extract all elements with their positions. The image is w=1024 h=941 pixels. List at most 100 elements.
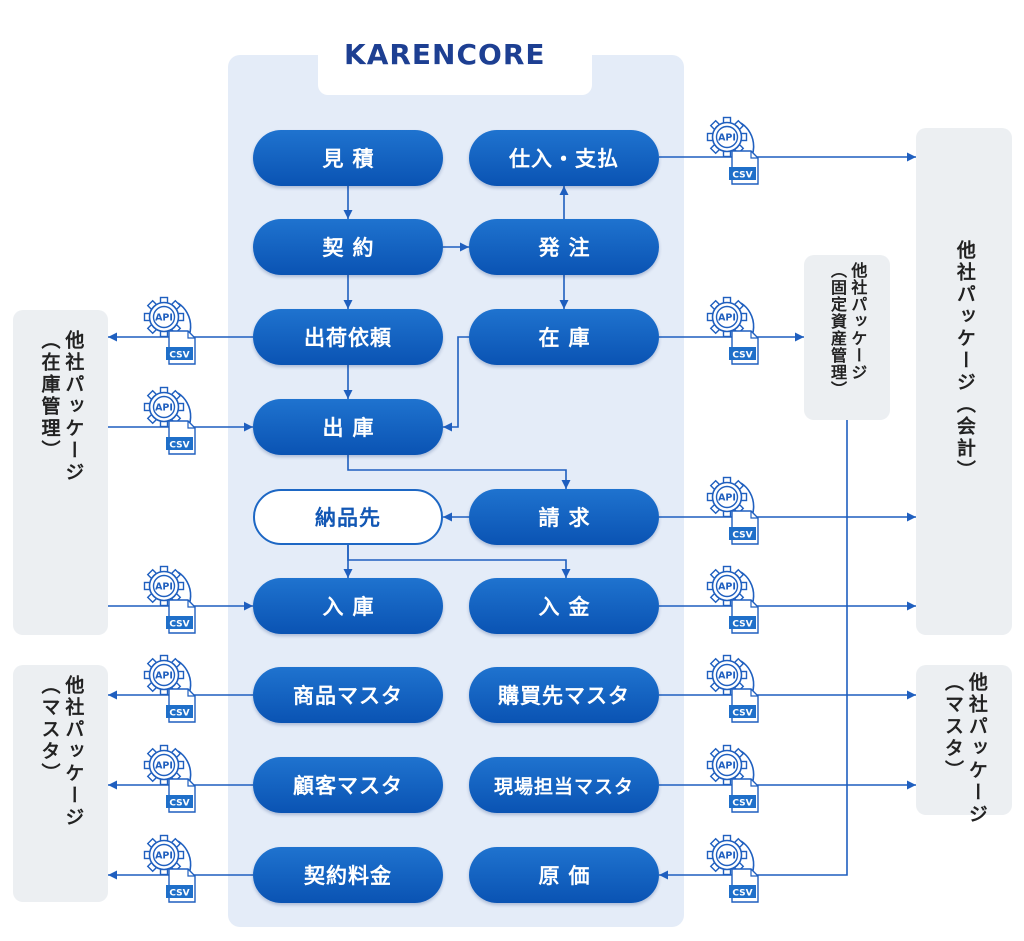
api-csv-icon: API CSV (706, 476, 759, 545)
external-package-master-right (916, 665, 1012, 815)
gear-inner-ring (152, 305, 176, 329)
node-genka[interactable]: 原価 (469, 847, 659, 903)
connector-line (659, 420, 848, 876)
csv-tag (729, 167, 756, 180)
arrow-icon (108, 690, 117, 700)
arrow-icon (907, 512, 916, 522)
label-accounting: 他社パッケージ（会計） (953, 240, 976, 482)
node-hatchu[interactable]: 発注 (469, 219, 659, 275)
external-package-inventory-left (13, 310, 108, 635)
arrow-icon (559, 186, 569, 195)
csv-tag (729, 347, 756, 360)
csv-label: CSV (732, 799, 752, 809)
gear-inner-ring (152, 843, 176, 867)
csv-file-fold (750, 151, 758, 159)
node-nyuko[interactable]: 入庫 (253, 578, 443, 634)
csv-label: CSV (169, 889, 189, 899)
node-genba-tanto-master[interactable]: 現場担当マスタ (469, 757, 659, 813)
gear-inner-ring (152, 663, 176, 687)
csv-label: CSV (169, 620, 189, 630)
api-label: API (155, 582, 173, 593)
csv-file-fold (750, 689, 758, 697)
gear-inner-ring (152, 753, 176, 777)
csv-tag (166, 437, 193, 450)
arrow-icon (443, 512, 452, 522)
gear-inner-ring (715, 125, 739, 149)
arrow-icon (659, 870, 668, 880)
node-nohinsaki[interactable]: 納品先 (253, 489, 443, 545)
arrow-icon (795, 332, 804, 342)
csv-label: CSV (732, 351, 752, 361)
connector-line (347, 545, 567, 578)
api-label: API (718, 493, 736, 504)
csv-tag (166, 616, 193, 629)
api-label: API (718, 582, 736, 593)
node-konyusaki-master[interactable]: 購買先マスタ (469, 667, 659, 723)
label-inventory-left: 他社パッケージ （在庫管理） (38, 330, 85, 484)
logo-container: KARENCORE (318, 20, 592, 95)
arrow-icon (443, 422, 452, 432)
node-zaiko[interactable]: 在庫 (469, 309, 659, 365)
csv-tag (166, 885, 193, 898)
arrow-icon (561, 480, 571, 489)
node-shohin-master[interactable]: 商品マスタ (253, 667, 443, 723)
arrow-icon (343, 300, 353, 309)
label-master-left: 他社パッケージ （マスタ） (38, 675, 85, 829)
csv-tag (166, 795, 193, 808)
csv-label: CSV (732, 709, 752, 719)
csv-tag (729, 885, 756, 898)
node-keiyaku[interactable]: 契約 (253, 219, 443, 275)
api-label: API (155, 761, 173, 772)
api-label: API (718, 761, 736, 772)
arrow-icon (108, 332, 117, 342)
csv-label: CSV (732, 889, 752, 899)
node-shukka-irai[interactable]: 出荷依頼 (253, 309, 443, 365)
node-seikyu[interactable]: 請求 (469, 489, 659, 545)
external-package-accounting (916, 128, 1012, 635)
arrow-icon (108, 870, 117, 880)
arrow-icon (244, 601, 253, 611)
gear-inner-ring (715, 843, 739, 867)
csv-file-fold (750, 511, 758, 519)
csv-file-fold (750, 779, 758, 787)
csv-file-fold (750, 331, 758, 339)
csv-tag (729, 795, 756, 808)
api-label: API (718, 671, 736, 682)
gear-inner-ring (715, 753, 739, 777)
arrow-icon (559, 300, 569, 309)
csv-label: CSV (169, 799, 189, 809)
node-kokyaku-master[interactable]: 顧客マスタ (253, 757, 443, 813)
csv-tag (166, 705, 193, 718)
csv-file-fold (187, 421, 195, 429)
api-csv-icon: API CSV (143, 565, 196, 634)
connector-line (347, 455, 567, 489)
api-csv-icon: API CSV (706, 744, 759, 813)
arrow-icon (460, 242, 469, 252)
api-label: API (155, 313, 173, 324)
node-nyukin[interactable]: 入金 (469, 578, 659, 634)
csv-label: CSV (732, 531, 752, 541)
node-shiire-shiharai[interactable]: 仕入・支払 (469, 130, 659, 186)
csv-label: CSV (169, 441, 189, 451)
gear-inner-ring (715, 574, 739, 598)
api-label: API (155, 671, 173, 682)
csv-tag (729, 527, 756, 540)
csv-label: CSV (169, 709, 189, 719)
csv-file-fold (750, 600, 758, 608)
node-shukko[interactable]: 出庫 (253, 399, 443, 455)
gear-inner-ring (715, 485, 739, 509)
arrow-icon (343, 390, 353, 399)
csv-file-fold (187, 869, 195, 877)
gear-inner-ring (715, 663, 739, 687)
arrow-icon (907, 690, 916, 700)
node-keiyaku-ryokin[interactable]: 契約料金 (253, 847, 443, 903)
arrow-icon (244, 422, 253, 432)
external-package-master-left (13, 665, 108, 902)
gear-inner-ring (715, 305, 739, 329)
node-mitsumori[interactable]: 見積 (253, 130, 443, 186)
